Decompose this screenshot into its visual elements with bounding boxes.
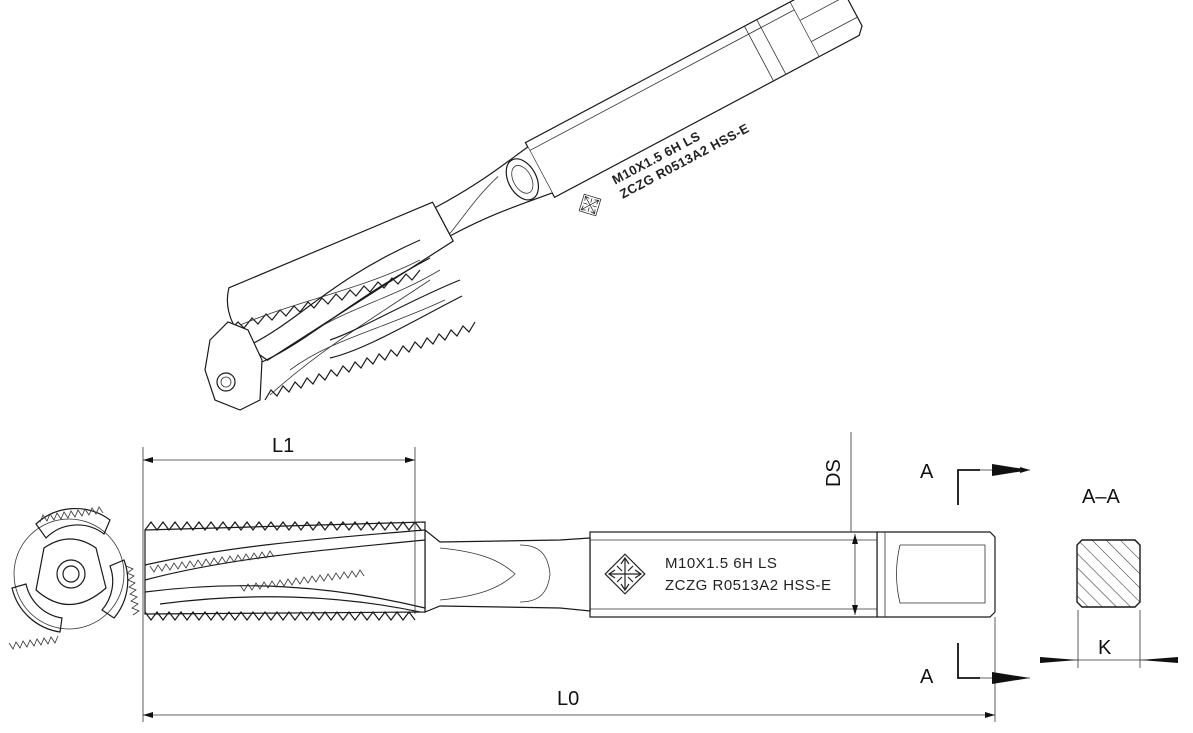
section-mark-top: A <box>920 461 934 483</box>
section-mark-bottom: A <box>920 666 934 688</box>
marking-line2: ZCZG R0513A2 HSS-E <box>665 577 832 594</box>
tap-end-view <box>8 506 140 650</box>
dim-ds-label: DS <box>823 459 845 487</box>
section-title: A–A <box>1082 486 1120 508</box>
logo-icon <box>573 188 607 222</box>
tap-side-view: M10X1.5 6H LS ZCZG R0513A2 HSS-E <box>144 520 996 621</box>
dim-l0-label: L0 <box>557 688 579 710</box>
isometric-tap-view: M10X1.5 6H LS ZCZG R0513A2 HSS-E <box>204 0 863 411</box>
marking-line1: M10X1.5 6H LS <box>665 555 777 572</box>
dim-k-label: K <box>1098 637 1112 659</box>
dim-l1-label: L1 <box>272 435 294 457</box>
dimension-lines <box>142 432 1178 722</box>
section-a-a <box>1076 539 1141 608</box>
